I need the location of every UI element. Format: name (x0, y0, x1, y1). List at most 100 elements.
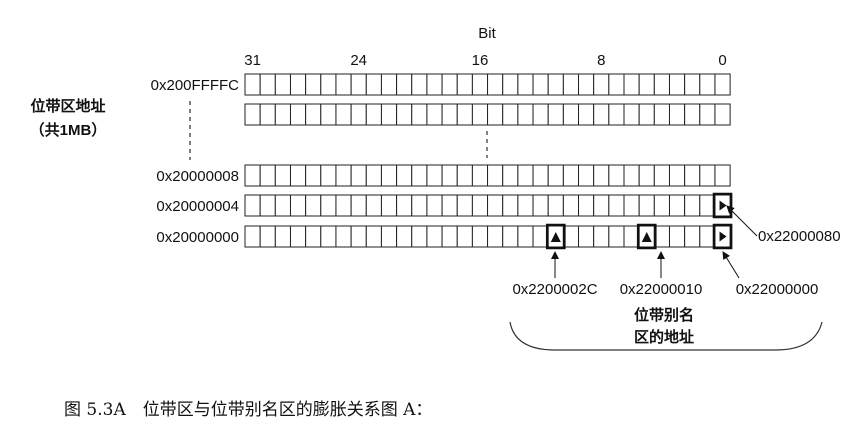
bit-cell (578, 73, 595, 96)
bit-cell (244, 164, 261, 187)
bit-cell (441, 194, 458, 217)
bit-cell (320, 225, 337, 248)
bit-cell (365, 164, 382, 187)
bit-cell (244, 194, 261, 217)
alias-arrow-0x22000000 (722, 251, 740, 279)
bit-label-8: 8 (597, 52, 605, 69)
bit-cell (456, 225, 473, 248)
bit-cell (350, 194, 367, 217)
bit-cell (593, 103, 610, 126)
bit-cell (244, 225, 261, 248)
bit-cell (623, 164, 640, 187)
bit-cell (653, 194, 670, 217)
bit-cell (547, 164, 564, 187)
bit-cell (653, 225, 670, 248)
register-row (244, 225, 731, 248)
row-address-label: 0x20000004 (156, 198, 239, 215)
bit-cell (502, 164, 519, 187)
figure-caption: 图 5.3A 位带区与位带别名区的膨胀关系图 A： (64, 400, 433, 420)
bit-label-24: 24 (350, 52, 367, 69)
alias-address-10: 0x22000010 (620, 281, 703, 298)
bit-cell (578, 225, 595, 248)
alias-region-label-line2: 区的地址 (634, 328, 694, 346)
bit-cell (623, 103, 640, 126)
bit-pointer-marker (719, 200, 727, 211)
row-address-label: 0x200FFFFC (151, 77, 240, 94)
bit-cell (396, 225, 413, 248)
bit-cell (320, 194, 337, 217)
bit-cell (608, 225, 625, 248)
bit-cell (653, 164, 670, 187)
bit-cell (320, 164, 337, 187)
bit-cell (411, 103, 428, 126)
bit-cell (487, 103, 504, 126)
bit-label-31: 31 (244, 52, 261, 69)
bit-cell (502, 194, 519, 217)
bit-cell (396, 103, 413, 126)
bit-cell (380, 194, 398, 217)
alias-address-2C: 0x2200002C (512, 281, 597, 298)
bit-cell (623, 73, 640, 96)
bit-cell (699, 103, 716, 126)
bit-cell (426, 164, 443, 187)
bit-cell (259, 103, 276, 126)
bit-cell (471, 103, 489, 126)
bit-cell (289, 225, 307, 248)
bit-cell (593, 194, 610, 217)
bit-cell (532, 194, 549, 217)
bit-cell (638, 103, 655, 126)
bit-cell (380, 225, 398, 248)
bit-cell (259, 194, 276, 217)
bit-cell (668, 194, 686, 217)
bit-cell (411, 225, 428, 248)
bit-cell (335, 194, 352, 217)
alias-arrow-0x22000080 (726, 205, 758, 237)
bit-cell (274, 225, 291, 248)
bit-cell (305, 225, 322, 248)
bit-cell (562, 164, 580, 187)
bit-cell (608, 73, 625, 96)
bit-cell (547, 103, 564, 126)
highlighted-bit-box (545, 223, 566, 250)
bit-cell (456, 73, 473, 96)
bit-cell (532, 73, 549, 96)
bit-cell (714, 103, 731, 126)
bit-cell (502, 225, 519, 248)
bit-cell (593, 73, 610, 96)
bit-cell (471, 194, 489, 217)
bit-label-0: 0 (718, 52, 726, 69)
bit-cell (244, 73, 261, 96)
bit-cell (259, 73, 276, 96)
bit-cell (699, 194, 716, 217)
bit-cell (547, 73, 564, 96)
bit-cell (532, 103, 549, 126)
bit-cell (608, 103, 625, 126)
bit-cell (426, 194, 443, 217)
bit-cell (411, 164, 428, 187)
bit-cell (411, 194, 428, 217)
bit-cell (699, 73, 716, 96)
bit-cell (274, 73, 291, 96)
bit-pointer-marker (550, 232, 561, 242)
bit-cell (593, 164, 610, 187)
bit-cell (638, 164, 655, 187)
bit-cell (593, 225, 610, 248)
bit-cell (502, 73, 519, 96)
bit-cell (365, 73, 382, 96)
bit-cell (441, 73, 458, 96)
highlighted-bits (545, 192, 733, 250)
bit-cell (274, 164, 291, 187)
bit-cell (426, 73, 443, 96)
alias-address-00: 0x22000000 (736, 281, 819, 298)
bit-cell (684, 73, 701, 96)
bit-cell (305, 103, 322, 126)
bit-cell (396, 164, 413, 187)
bit-cell (441, 103, 458, 126)
register-row (244, 103, 731, 126)
bit-cell (259, 225, 276, 248)
bit-cell (335, 103, 352, 126)
bit-cell (653, 103, 670, 126)
bit-cell (380, 164, 398, 187)
